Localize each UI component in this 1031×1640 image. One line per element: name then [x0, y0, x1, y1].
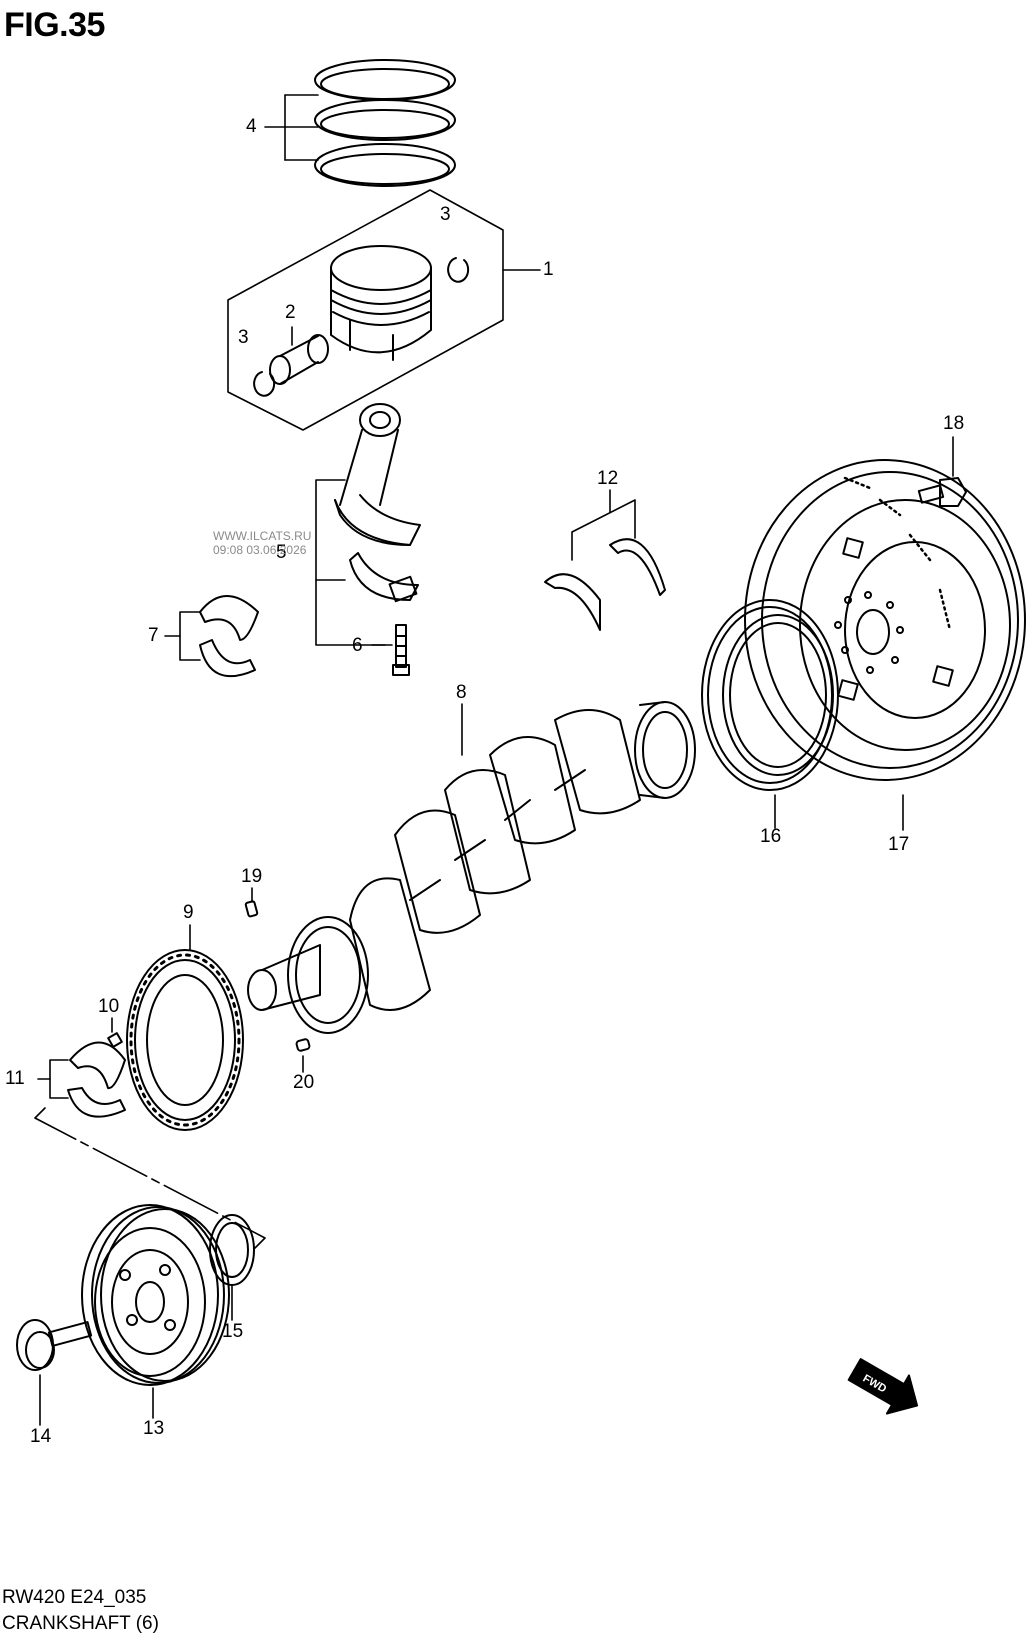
- figure-title: FIG.35: [4, 6, 105, 44]
- piston-ring-set[interactable]: [314, 59, 456, 187]
- callout-18: 18: [943, 413, 965, 434]
- callout-20: 20: [293, 1072, 315, 1093]
- connecting-rod-cap[interactable]: [349, 552, 419, 603]
- plate-screw[interactable]: [107, 1032, 123, 1048]
- callout-3-left: 3: [238, 327, 249, 348]
- diagram-caption: CRANKSHAFT (6): [2, 1613, 159, 1634]
- callout-12: 12: [597, 468, 619, 489]
- piston[interactable]: [330, 245, 432, 361]
- connecting-rod[interactable]: [334, 403, 421, 546]
- callout-9: 9: [183, 902, 194, 923]
- pulley-bolt[interactable]: [16, 1319, 93, 1371]
- piston-pin[interactable]: [269, 334, 329, 385]
- callout-10: 10: [98, 996, 120, 1017]
- rod-bearing-upper[interactable]: [199, 595, 259, 641]
- callout-11: 11: [5, 1068, 25, 1089]
- thrust-washer-left[interactable]: [544, 573, 601, 631]
- dowel-pin-19[interactable]: [244, 900, 259, 918]
- watermark-datetime: 09:08 03.06.2026: [213, 543, 307, 557]
- callout-13: 13: [143, 1418, 165, 1439]
- callout-3-right: 3: [440, 204, 451, 225]
- watermark-site: WWW.ILCATS.RU: [213, 529, 312, 543]
- callout-4: 4: [246, 116, 257, 137]
- fwd-arrow-icon: [847, 1358, 919, 1415]
- callout-7: 7: [148, 625, 159, 646]
- callout-17: 17: [888, 834, 910, 855]
- callout-6: 6: [352, 635, 363, 656]
- leader-lines-7: [164, 611, 201, 661]
- piston-assembly-box: [227, 189, 504, 431]
- rod-bearing-lower[interactable]: [199, 639, 256, 678]
- callout-15: 15: [222, 1321, 244, 1342]
- leader-lines-5-6: [315, 479, 393, 646]
- leader-lines-4: [264, 94, 319, 161]
- callout-14: 14: [30, 1426, 52, 1447]
- crankshaft-pulley[interactable]: [81, 1204, 230, 1386]
- callout-5: 5: [276, 542, 287, 563]
- callout-16: 16: [760, 826, 782, 847]
- crankshaft[interactable]: [247, 701, 696, 1034]
- snap-ring-right[interactable]: [447, 257, 470, 283]
- dowel-pin-20[interactable]: [295, 1038, 311, 1052]
- callout-2: 2: [285, 302, 296, 323]
- main-bearing-lower[interactable]: [67, 1087, 126, 1118]
- group-bracket: [34, 1107, 266, 1249]
- main-bearing-upper[interactable]: [69, 1041, 126, 1090]
- rod-bolt[interactable]: [392, 624, 410, 676]
- callout-8: 8: [456, 682, 467, 703]
- flywheel-bolt[interactable]: [917, 477, 967, 507]
- callout-1: 1: [543, 259, 554, 280]
- diagram-code: RW420 E24_035: [2, 1587, 147, 1608]
- front-oil-seal[interactable]: [209, 1214, 255, 1286]
- timing-sensor-plate[interactable]: [126, 949, 244, 1131]
- flywheel[interactable]: [744, 459, 1026, 781]
- snap-ring-left[interactable]: [253, 371, 276, 397]
- leader-lines-11: [37, 1059, 69, 1099]
- leader-lines-12: [571, 489, 636, 561]
- callout-19: 19: [241, 866, 263, 887]
- thrust-washer-right[interactable]: [609, 538, 666, 596]
